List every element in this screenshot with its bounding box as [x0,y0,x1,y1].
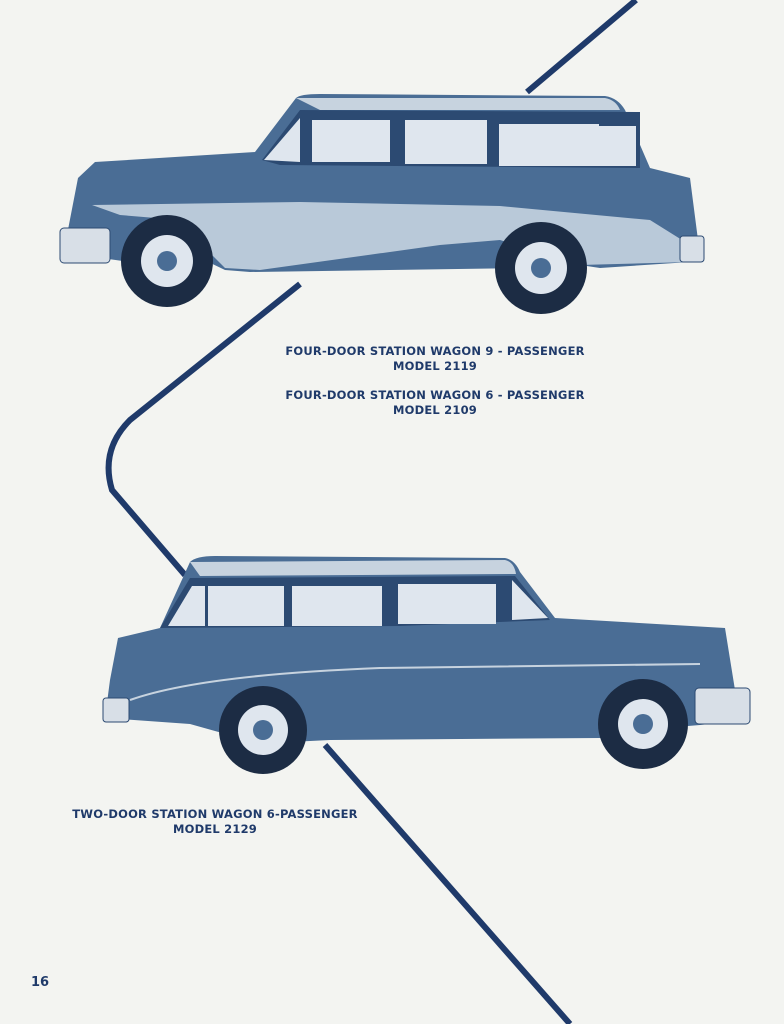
four-door-station-wagon-image [59,94,705,314]
caption-model: MODEL 2109 [393,403,477,417]
decorative-line [105,0,638,1024]
caption-title: FOUR-DOOR STATION WAGON 9 - PASSENGER [285,344,585,358]
caption-title: FOUR-DOOR STATION WAGON 6 - PASSENGER [285,388,585,402]
page-number: 16 [31,975,50,990]
caption-two-door-6-passenger: TWO-DOOR STATION WAGON 6-PASSENGER MODEL… [65,807,365,837]
caption-four-door-6-passenger: FOUR-DOOR STATION WAGON 6 - PASSENGER MO… [280,388,590,418]
caption-model: MODEL 2119 [393,359,477,373]
caption-model: MODEL 2129 [173,822,257,836]
caption-title: TWO-DOOR STATION WAGON 6-PASSENGER [72,807,358,821]
two-door-station-wagon-image [102,556,751,774]
caption-four-door-9-passenger: FOUR-DOOR STATION WAGON 9 - PASSENGER MO… [280,344,590,374]
